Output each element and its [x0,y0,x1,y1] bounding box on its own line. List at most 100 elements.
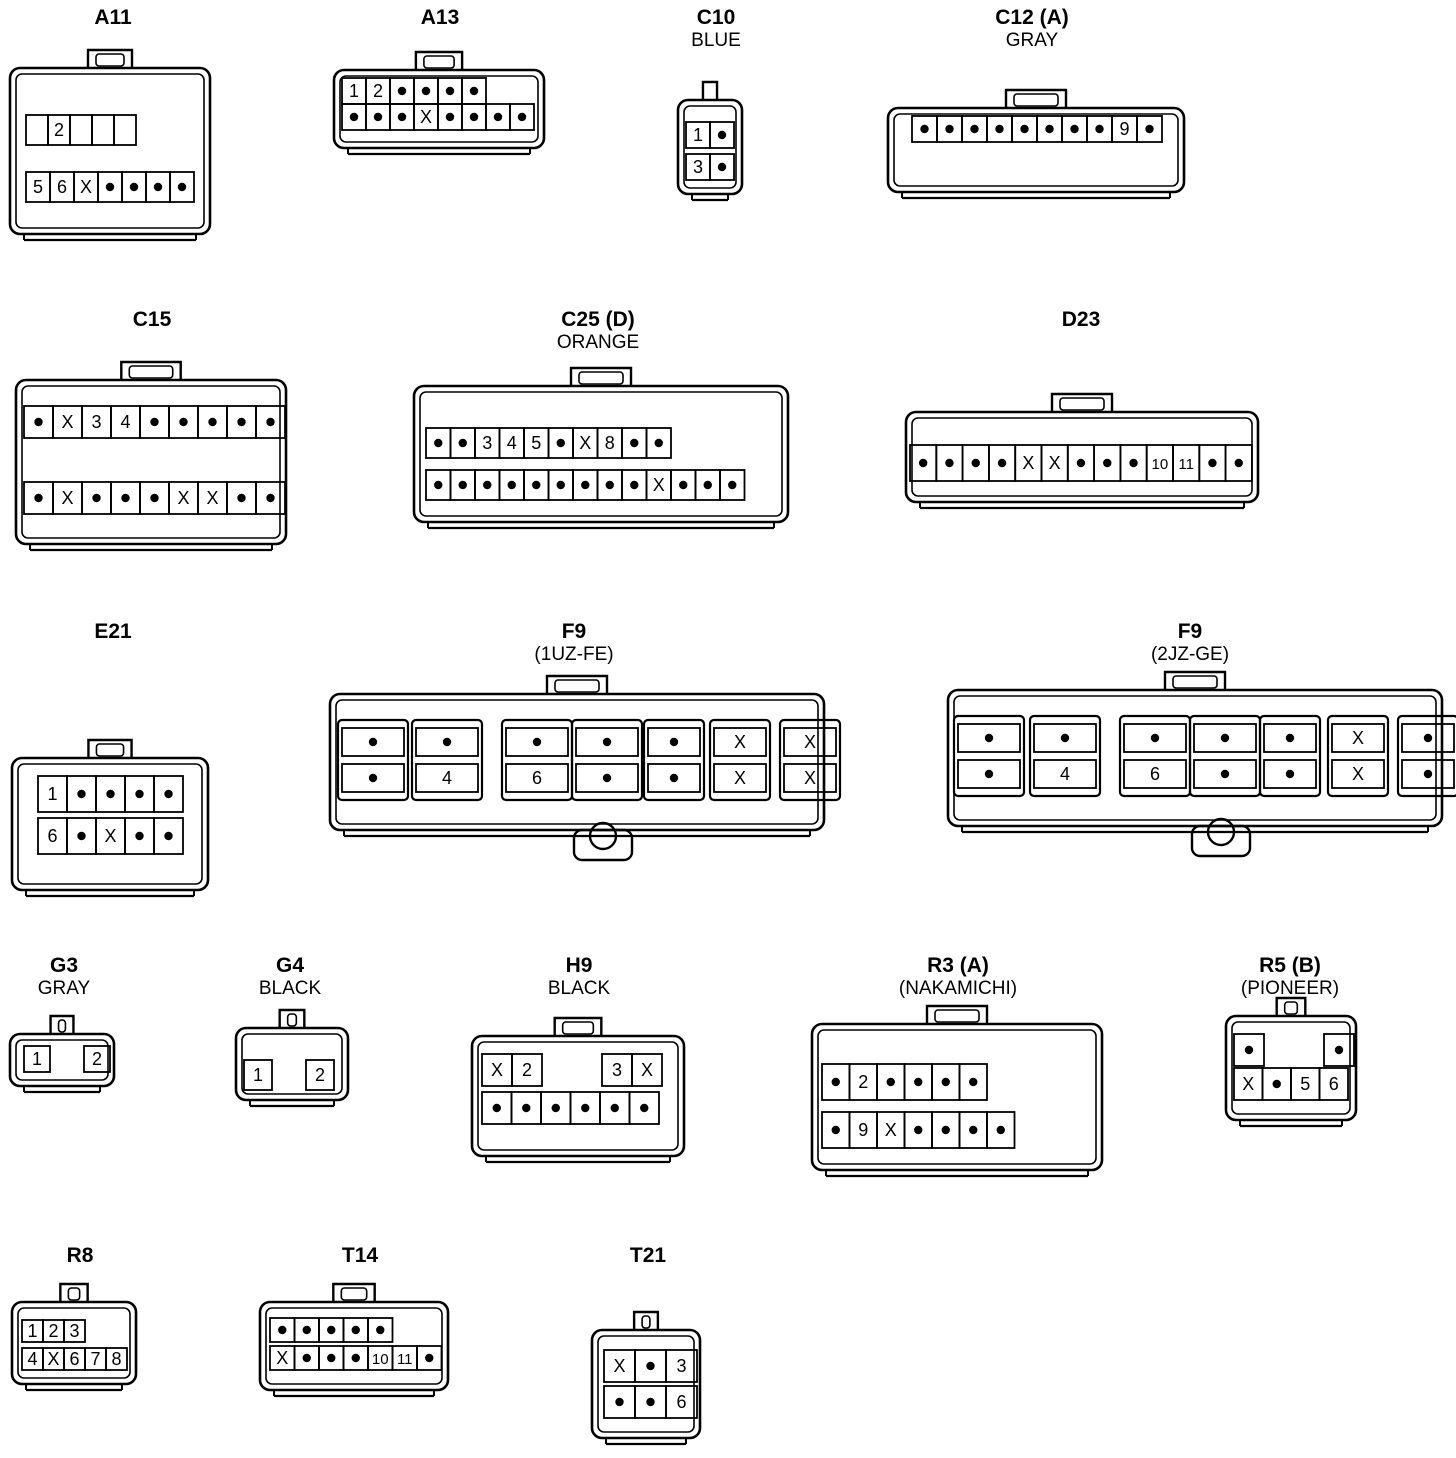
pin-dot [1234,458,1243,468]
pin-cell [621,469,648,501]
pin-cell [121,171,147,203]
pin-label: X [641,1060,653,1080]
pin-dot [237,493,246,503]
pin-cell [599,1091,631,1125]
pin-label: X [491,1060,503,1080]
pin-cell [911,115,938,143]
cavity-pair: 4 [410,718,484,802]
pin-dot [1272,1079,1281,1089]
pin-label: X [579,433,591,453]
pin-dot [728,480,737,490]
pin-cell [25,114,49,146]
connector-name: G4 [275,954,304,977]
pin-label: 5 [531,433,541,453]
pin-label: X [206,488,218,508]
pin-dot [1103,458,1112,468]
cavity-pair: XX [1326,714,1390,798]
pin-cell [1123,723,1187,753]
pin-label: 5 [33,177,43,197]
pin-dot [679,480,688,490]
pin-cell [255,405,286,439]
pin-dot [1150,733,1160,743]
pin-dot [425,1353,434,1363]
connector-label-e21: E21 [13,620,213,644]
cavity-pair: 6 [500,718,574,802]
connector-name: C10 [696,6,736,29]
pin-cell [634,1385,667,1419]
pin-label: X [1242,1074,1254,1094]
pin-label: X [420,107,432,127]
pin-cell [958,1063,988,1101]
pin-dot [995,124,1004,134]
pin-dot [458,438,467,448]
pin-cell [425,469,452,501]
pin-label: 8 [111,1349,121,1369]
pin-dot [373,112,383,122]
pin-cell: 4 [1033,759,1097,789]
pin-cell: X [876,1111,906,1149]
pin-dot [969,1077,978,1087]
pin-cell [124,775,155,813]
pin-dot [507,480,516,490]
pin-cell [1263,723,1317,753]
connector-name: G3 [49,954,78,977]
pin-cell [540,1091,572,1125]
connector-label-f9-1uz: F9(1UZ-FE) [474,620,674,666]
connector-name: C15 [132,308,172,331]
connector-label-t14: T14 [260,1244,460,1268]
pin-cell [821,1111,851,1149]
pin-cell [670,469,697,501]
pin-cell [95,775,126,813]
pin-dot [208,417,217,427]
pin-cell [931,1111,961,1149]
pin-dot [703,480,712,490]
pin-cell [69,114,93,146]
pin-cell [1011,115,1038,143]
pin-cell [365,103,391,131]
pin-cell: 9 [848,1111,878,1149]
pin-label: 3 [482,433,492,453]
pin-dot [135,831,144,841]
connector-color: BLACK [258,978,322,999]
pin-cell [226,405,257,439]
pin-cell: 1 [21,1319,44,1343]
pin-cell: X [197,481,228,515]
pin-dot [351,1353,360,1363]
pin-dot [92,493,101,503]
connector-color: GRAY [37,978,91,999]
pin-dot [654,438,663,448]
pin-cell [413,77,439,105]
pin-cell [81,481,112,515]
pin-cell [961,444,990,482]
pin-label: 10 [1152,456,1169,473]
pin-cell [694,469,721,501]
pin-cell [318,1317,345,1343]
pin-cell: 3 [601,1053,633,1087]
pin-label: 1 [32,1049,42,1069]
pin-cell [1233,1033,1265,1067]
cavity-pair [570,718,644,802]
pin-dot [493,112,503,122]
connector-c10: 13 [676,80,744,202]
pin-cell [1261,1067,1292,1101]
connector-color: BLACK [547,978,611,999]
pin-dot [351,1325,360,1335]
pin-cell: X [95,817,126,855]
pin-label: 8 [605,433,615,453]
pin-dot [517,112,527,122]
pin-cell [575,727,639,757]
pin-dot [77,831,86,841]
pin-cell [461,103,487,131]
pin-dot [602,773,612,783]
connector-name: F9 [561,620,587,643]
pin-cell: X [783,763,837,793]
pin-dot [941,1077,950,1087]
pin-dot [1095,124,1104,134]
pin-dot [1145,124,1154,134]
